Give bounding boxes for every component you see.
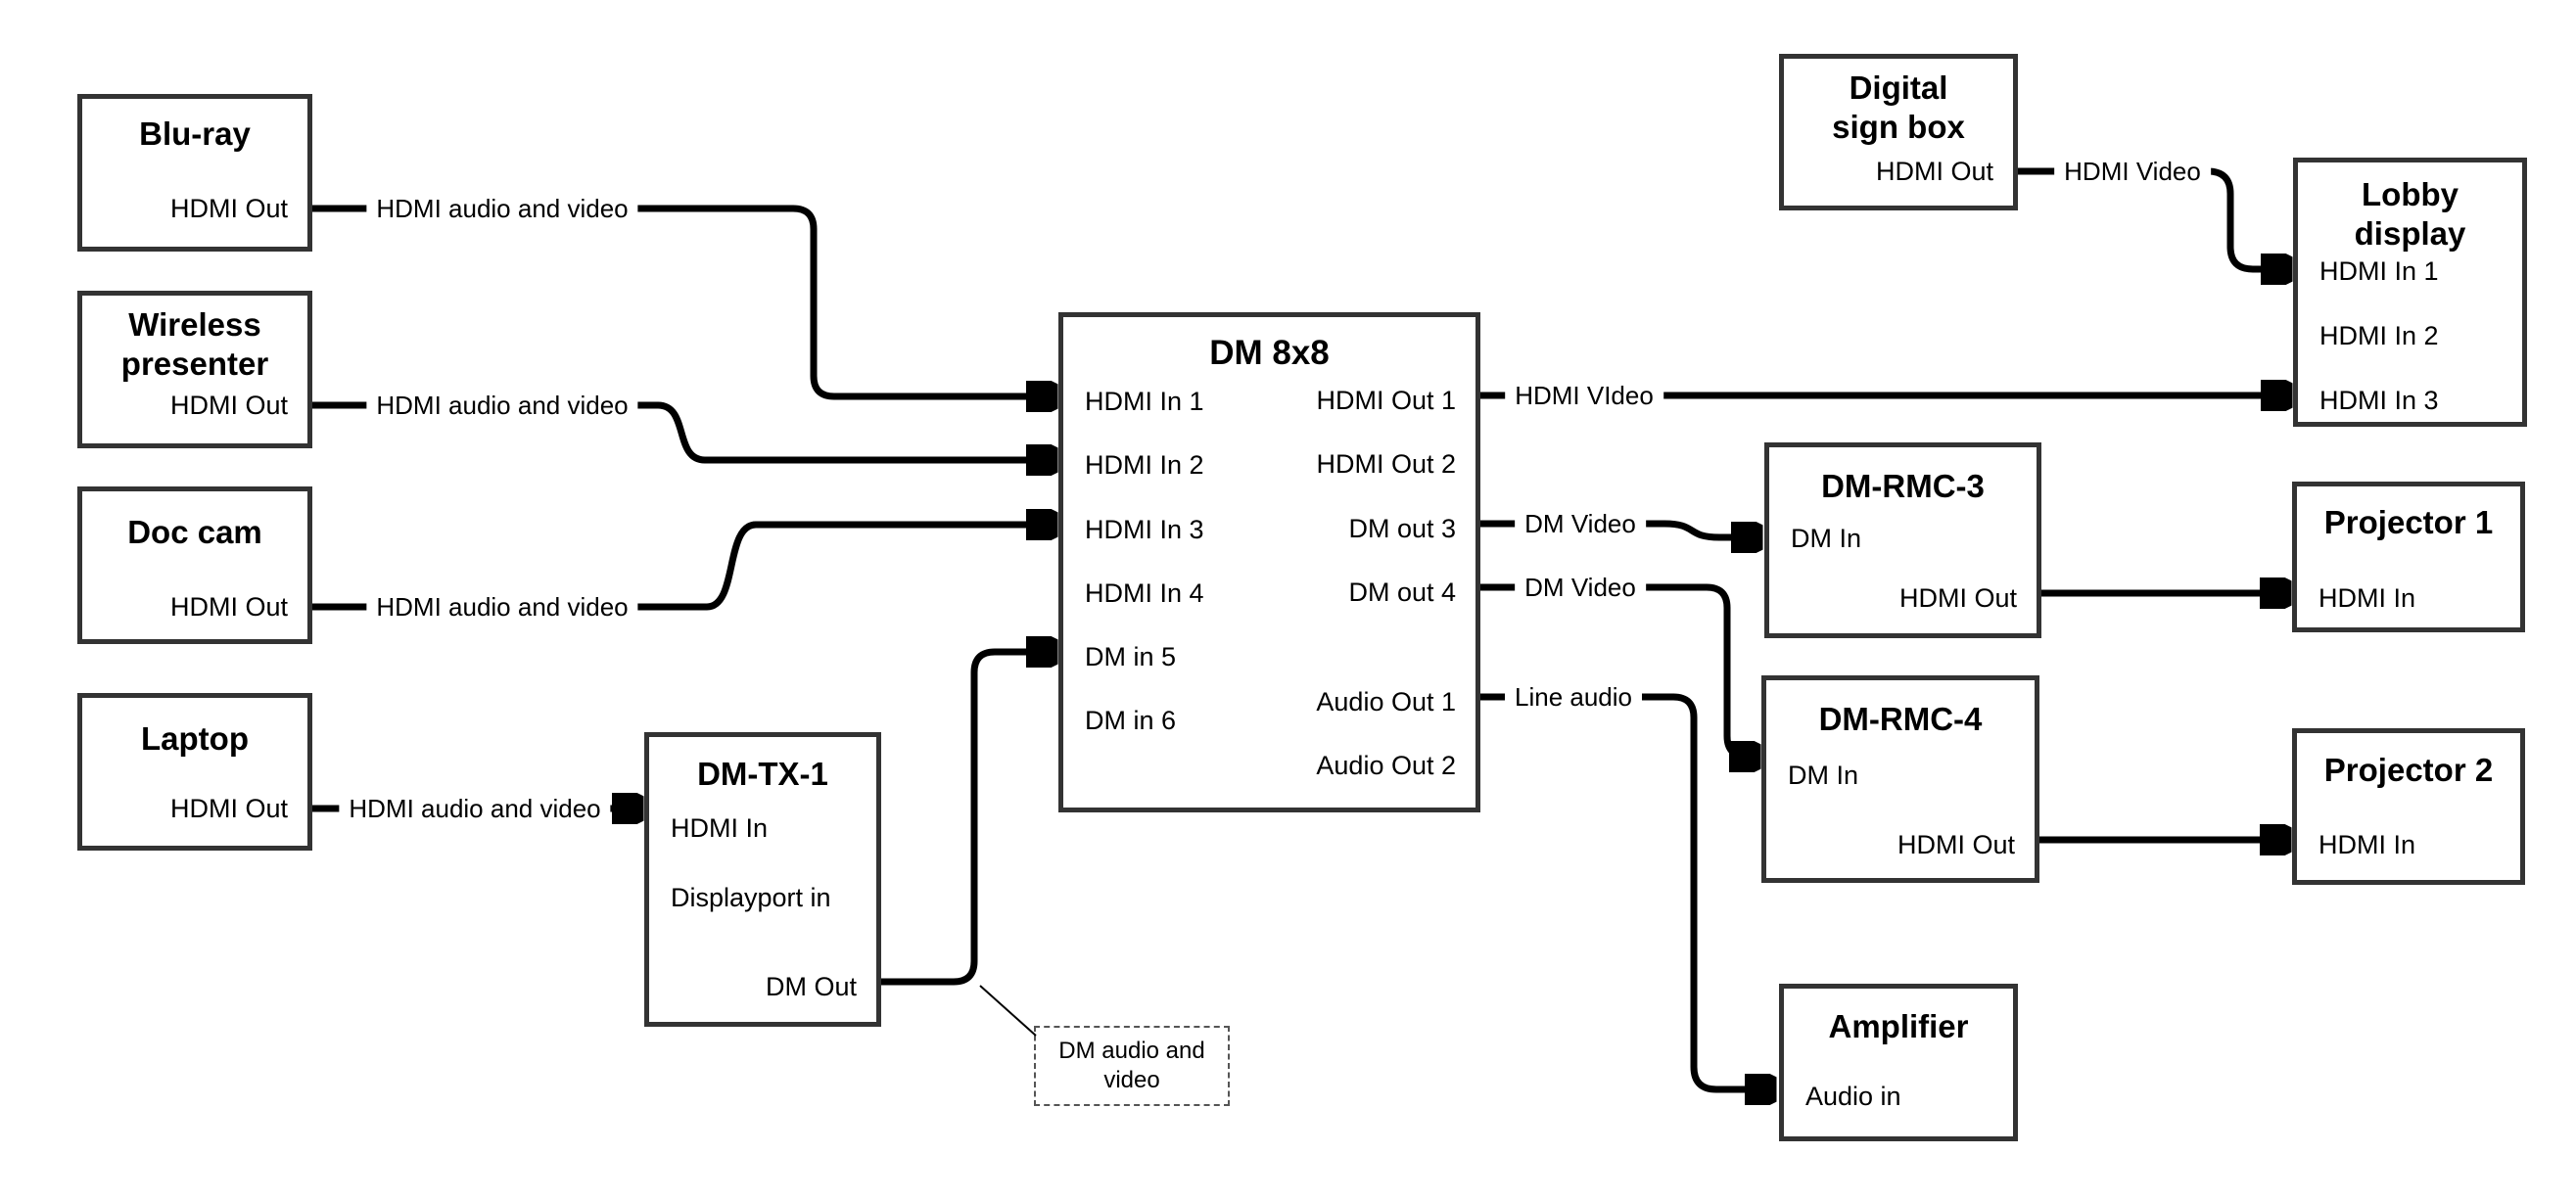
node-title-amplifier: Amplifier bbox=[1828, 1008, 1969, 1044]
port-digisign-hdmi-out: HDMI Out bbox=[1875, 157, 1993, 186]
wire-label-dm-out-4: DM Video bbox=[1515, 572, 1646, 603]
wire-bluray-to-dm8x8-in1 bbox=[312, 205, 1052, 396]
port-dm8x8-audio-out-1: Audio Out 1 bbox=[1316, 687, 1456, 716]
port-dmtx1-dm-out: DM Out bbox=[765, 972, 857, 1001]
node-title-dm-tx-1: DM-TX-1 bbox=[697, 756, 828, 792]
port-rmc4-dm-in: DM In bbox=[1788, 761, 1859, 790]
wire-label-dm-out-3: DM Video bbox=[1515, 508, 1646, 539]
node-projector-2: Projector 2 HDMI In bbox=[2292, 728, 2525, 885]
port-proj1-hdmi-in: HDMI In bbox=[2318, 583, 2416, 613]
node-doc-cam: Doc cam HDMI Out bbox=[77, 486, 312, 644]
port-amp-audio-in: Audio in bbox=[1805, 1082, 1901, 1111]
node-title-dm-rmc-4: DM-RMC-4 bbox=[1818, 701, 1983, 737]
wire-label-hdmi-out-1: HDMI VIdeo bbox=[1505, 380, 1663, 411]
node-projector-1: Projector 1 HDMI In bbox=[2292, 482, 2525, 632]
port-wireless-hdmi-out: HDMI Out bbox=[169, 391, 288, 420]
port-dm8x8-hdmi-in-3: HDMI In 3 bbox=[1085, 515, 1204, 544]
node-dm-rmc-3: DM-RMC-3 DM In HDMI Out bbox=[1764, 442, 2041, 638]
node-bluray: Blu-ray HDMI Out bbox=[77, 94, 312, 252]
port-dm8x8-dm-in-5: DM in 5 bbox=[1085, 642, 1177, 671]
port-rmc4-hdmi-out: HDMI Out bbox=[1897, 830, 2015, 859]
node-title-projector-2: Projector 2 bbox=[2323, 752, 2494, 788]
node-title-projector-1: Projector 1 bbox=[2323, 504, 2494, 540]
node-title-dm-rmc-3: DM-RMC-3 bbox=[1821, 468, 1985, 504]
callout-text: DM audio and video bbox=[1058, 1038, 1205, 1093]
node-title-wireless-presenter: Wireless presenter bbox=[120, 306, 269, 382]
node-dm-8x8: DM 8x8 HDMI In 1 HDMI In 2 HDMI In 3 HDM… bbox=[1058, 312, 1480, 812]
wire-dm8x8-audio1-to-amp bbox=[1480, 693, 1770, 1089]
port-dm8x8-hdmi-in-1: HDMI In 1 bbox=[1085, 387, 1204, 416]
port-bluray-hdmi-out: HDMI Out bbox=[169, 194, 288, 223]
wire-label-wireless: HDMI audio and video bbox=[366, 390, 638, 421]
port-lobby-hdmi-in-3: HDMI In 3 bbox=[2319, 386, 2439, 415]
port-dm8x8-dm-out-3: DM out 3 bbox=[1348, 514, 1456, 543]
node-title-doc-cam: Doc cam bbox=[127, 514, 262, 550]
node-title-dm-8x8: DM 8x8 bbox=[1209, 334, 1330, 372]
callout-leader-line bbox=[979, 985, 1037, 1037]
wire-label-audio-out-1: Line audio bbox=[1505, 681, 1642, 713]
port-laptop-hdmi-out: HDMI Out bbox=[169, 794, 288, 823]
node-title-lobby-display: Lobby display bbox=[2354, 176, 2466, 252]
wire-dmtx1-to-dm8x8-in5 bbox=[881, 652, 1052, 986]
wire-label-bluray: HDMI audio and video bbox=[366, 193, 638, 224]
port-rmc3-dm-in: DM In bbox=[1791, 524, 1862, 553]
port-dm8x8-hdmi-in-4: HDMI In 4 bbox=[1085, 578, 1204, 608]
port-dmtx1-hdmi-in: HDMI In bbox=[671, 813, 769, 843]
port-dm8x8-hdmi-in-2: HDMI In 2 bbox=[1085, 450, 1204, 480]
port-proj2-hdmi-in: HDMI In bbox=[2318, 830, 2416, 859]
port-doccam-hdmi-out: HDMI Out bbox=[169, 592, 288, 622]
callout-dm-audio-video: DM audio and video bbox=[1034, 1026, 1230, 1106]
wire-label-laptop: HDMI audio and video bbox=[339, 793, 611, 824]
port-dm8x8-audio-out-2: Audio Out 2 bbox=[1316, 751, 1456, 780]
node-digital-sign-box: Digital sign box HDMI Out bbox=[1779, 54, 2018, 210]
wire-label-doccam: HDMI audio and video bbox=[366, 591, 638, 623]
port-dmtx1-displayport-in: Displayport in bbox=[671, 883, 831, 912]
node-lobby-display: Lobby display HDMI In 1 HDMI In 2 HDMI I… bbox=[2293, 158, 2527, 427]
port-lobby-hdmi-in-1: HDMI In 1 bbox=[2319, 256, 2439, 286]
node-laptop: Laptop HDMI Out bbox=[77, 693, 312, 851]
node-title-laptop: Laptop bbox=[141, 720, 249, 757]
node-dm-rmc-4: DM-RMC-4 DM In HDMI Out bbox=[1761, 675, 2039, 883]
port-rmc3-hdmi-out: HDMI Out bbox=[1898, 583, 2017, 613]
node-title-bluray: Blu-ray bbox=[139, 115, 251, 152]
node-wireless-presenter: Wireless presenter HDMI Out bbox=[77, 291, 312, 448]
node-dm-tx-1: DM-TX-1 HDMI In Displayport in DM Out bbox=[644, 732, 881, 1027]
port-dm8x8-dm-in-6: DM in 6 bbox=[1085, 706, 1177, 735]
port-dm8x8-hdmi-out-1: HDMI Out 1 bbox=[1316, 386, 1456, 415]
port-dm8x8-dm-out-4: DM out 4 bbox=[1348, 577, 1456, 607]
node-amplifier: Amplifier Audio in bbox=[1779, 984, 2018, 1141]
wire-dm8x8-out4-to-rmc4 bbox=[1480, 583, 1755, 757]
port-dm8x8-hdmi-out-2: HDMI Out 2 bbox=[1316, 449, 1456, 479]
node-title-digital-sign-box: Digital sign box bbox=[1832, 69, 1965, 145]
wire-label-digital-sign: HDMI Video bbox=[2054, 156, 2211, 187]
port-lobby-hdmi-in-2: HDMI In 2 bbox=[2319, 321, 2439, 350]
